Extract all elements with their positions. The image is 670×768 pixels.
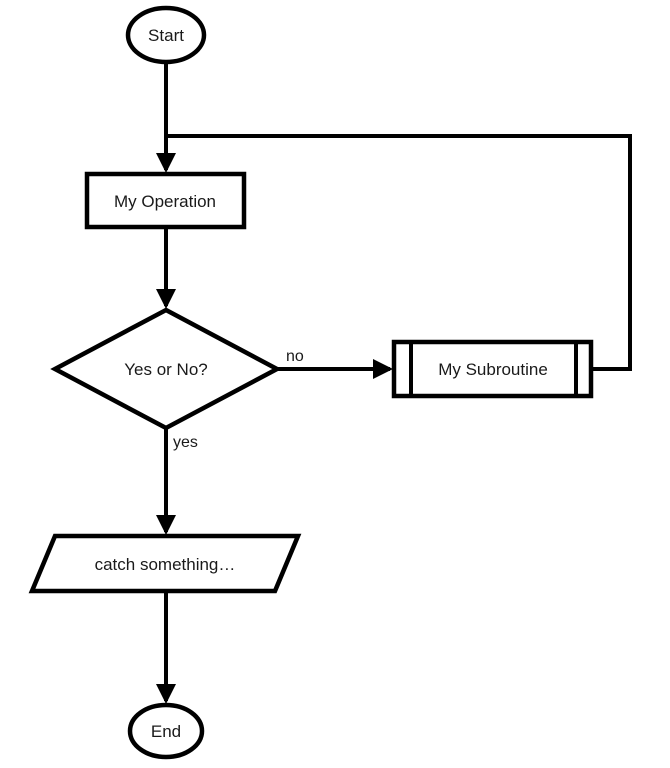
edge-label-no: no bbox=[286, 348, 304, 365]
node-subroutine: My Subroutine bbox=[391, 339, 594, 399]
decision-label: Yes or No? bbox=[124, 360, 207, 379]
io-label: catch something… bbox=[95, 555, 236, 574]
start-label: Start bbox=[148, 26, 184, 45]
operation-label: My Operation bbox=[114, 192, 216, 211]
node-decision: Yes or No? bbox=[50, 307, 282, 431]
operation-process-shape bbox=[84, 171, 247, 230]
subroutine-shape bbox=[391, 339, 594, 399]
end-terminator-shape bbox=[127, 702, 205, 760]
decision-diamond-shape bbox=[50, 307, 282, 431]
node-start: Start bbox=[125, 5, 207, 65]
node-operation: My Operation bbox=[84, 171, 247, 230]
edges bbox=[156, 62, 632, 704]
start-terminator-shape bbox=[125, 5, 207, 65]
subroutine-label: My Subroutine bbox=[438, 360, 548, 379]
end-label: End bbox=[151, 722, 181, 741]
node-io: catch something… bbox=[28, 533, 302, 594]
io-parallelogram-shape bbox=[28, 533, 302, 594]
edge-subroutine-loop bbox=[167, 134, 632, 371]
edge-label-yes: yes bbox=[173, 434, 198, 451]
node-end: End bbox=[127, 702, 205, 760]
